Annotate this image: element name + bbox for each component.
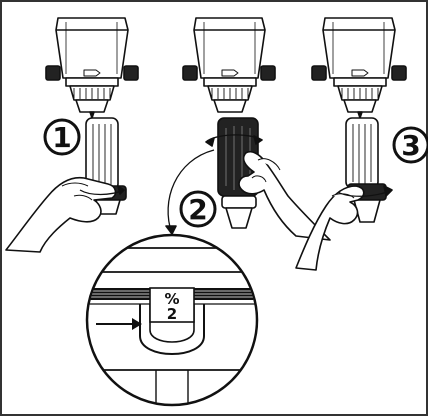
step-badge-2-label: 2 xyxy=(188,193,207,226)
drill-1-hand xyxy=(5,176,117,253)
drill-1-right-knob xyxy=(123,65,139,81)
detail-label-box xyxy=(149,287,195,323)
drill-2-right-knob xyxy=(260,65,276,81)
drill-1-left-knob xyxy=(45,65,61,81)
detail-magnifier: % 2 xyxy=(85,233,259,407)
drill-3-right-knob xyxy=(391,65,407,81)
drill-2-housing xyxy=(193,17,266,79)
detail-pointer-arc xyxy=(167,149,215,235)
drill-3-left-knob xyxy=(311,65,327,81)
detail-clip xyxy=(139,304,205,355)
drill-2-left-knob xyxy=(182,65,198,81)
drill-2-hand xyxy=(238,150,331,241)
step-badge-1: 1 xyxy=(43,118,81,156)
step-badge-2: 2 xyxy=(179,190,217,228)
drill-step-3 xyxy=(295,17,407,271)
step-badge-1-label: 1 xyxy=(52,121,71,154)
drill-step-2 xyxy=(165,17,331,241)
detail-label-top: % xyxy=(164,290,179,308)
detail-label-bottom: 2 xyxy=(167,305,177,323)
drill-3-chuck xyxy=(345,117,379,189)
drill-step-1 xyxy=(5,17,139,253)
step-badge-3: 3 xyxy=(392,126,428,164)
step-badge-3-label: 3 xyxy=(401,129,420,162)
drill-3-hand xyxy=(295,185,365,271)
